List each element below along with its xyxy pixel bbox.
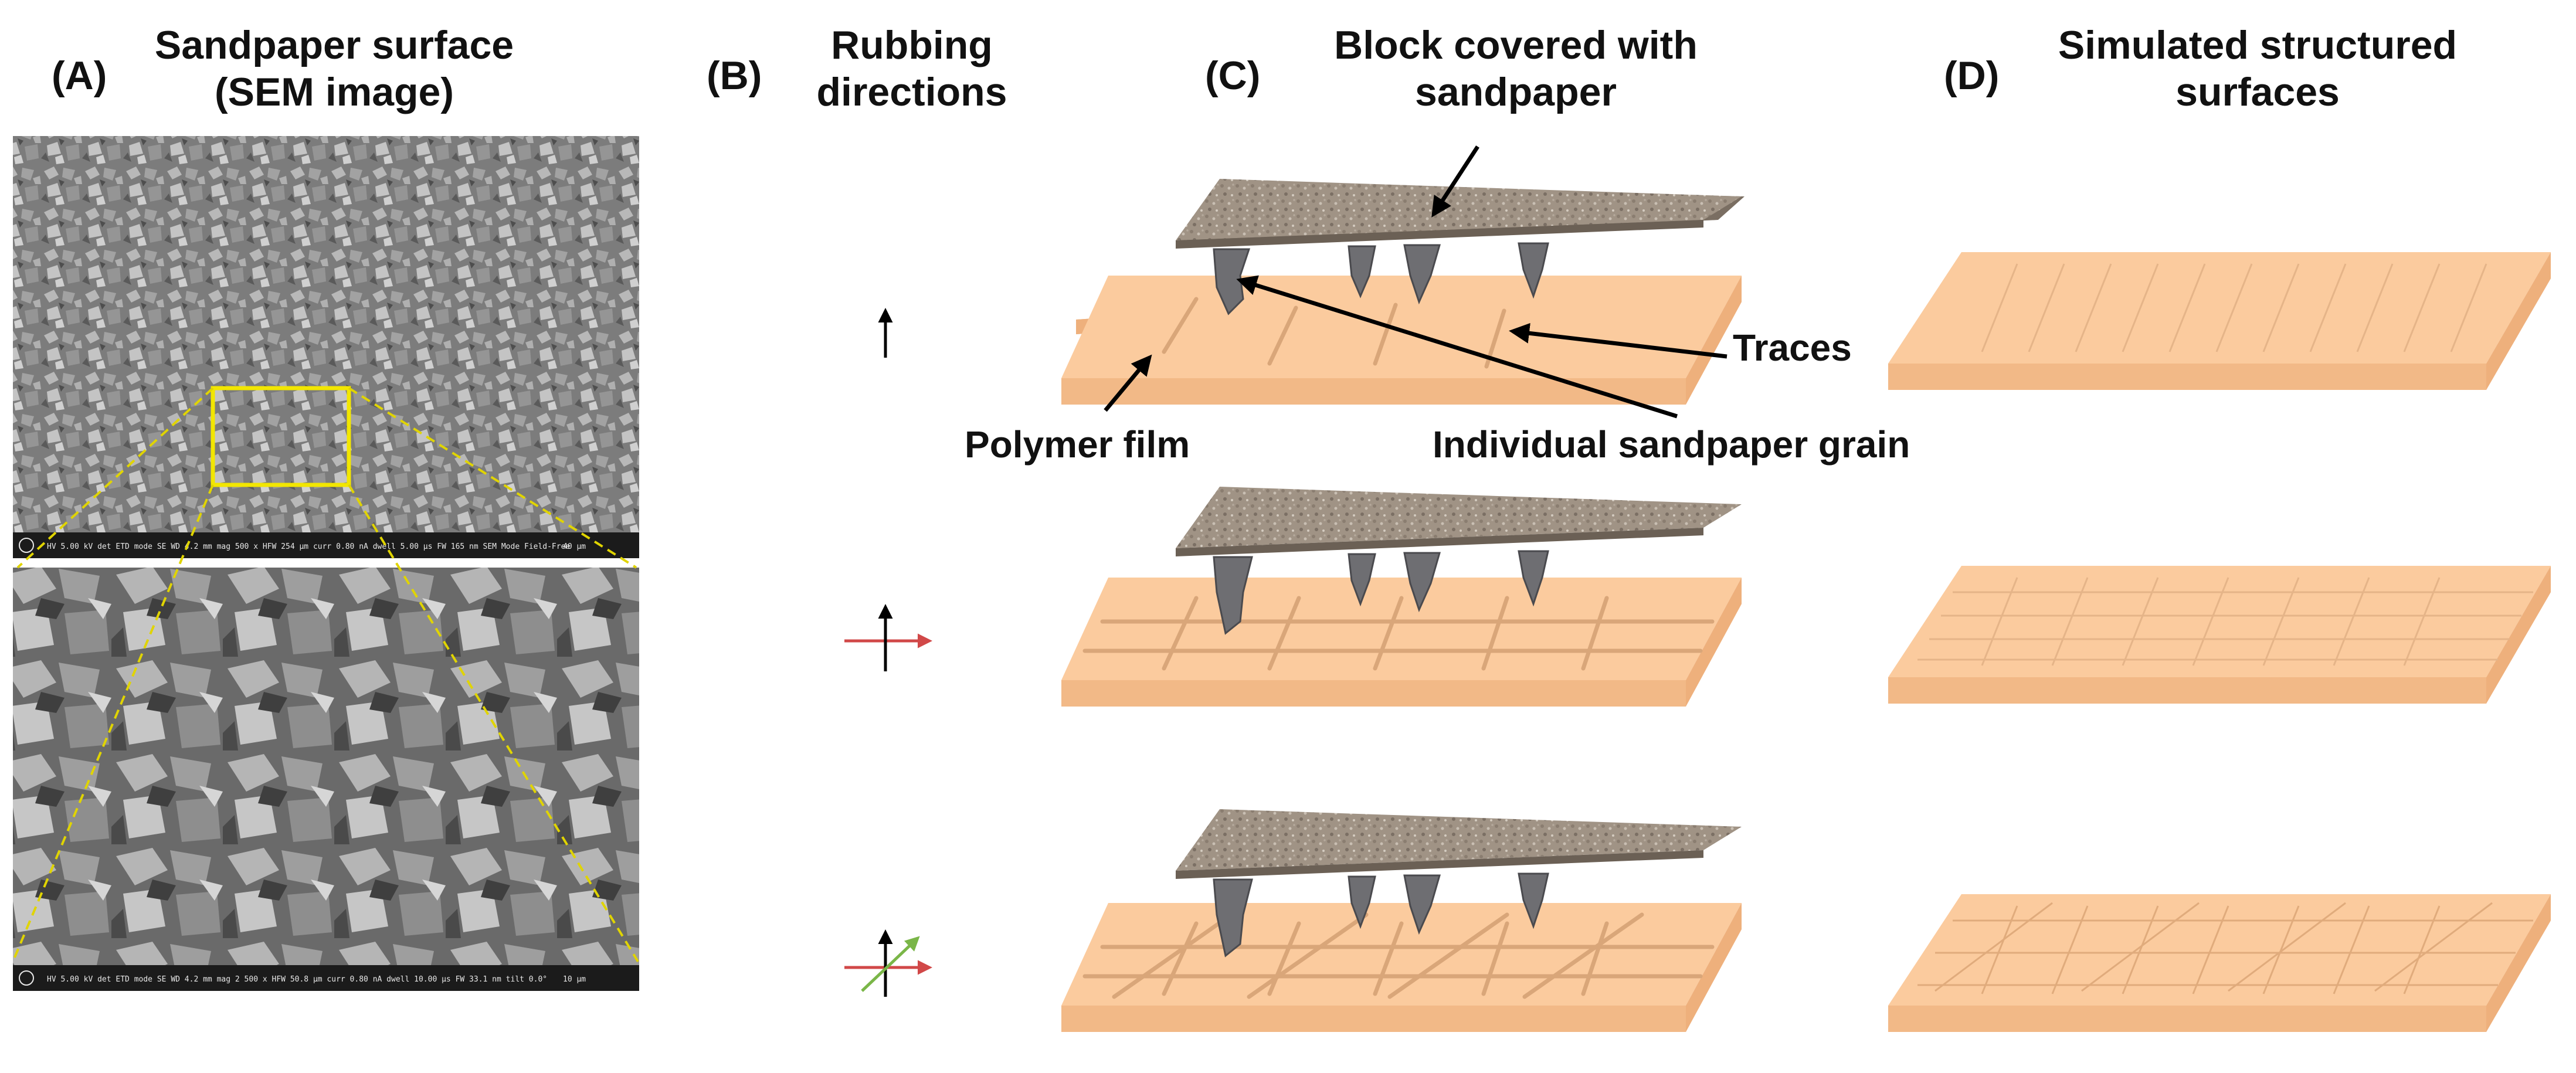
panel-b-header: (B) Rubbing directions — [707, 23, 1007, 114]
panel-c-title-line2: sandpaper — [1415, 70, 1617, 114]
callout-arrow — [1431, 145, 1479, 218]
sandpaper-grains — [1213, 242, 1549, 315]
sandpaper-block — [1176, 487, 1742, 556]
sem-info-bar-top — [13, 532, 639, 558]
panel-c-header: (C) Block covered with sandpaper — [1205, 23, 1698, 114]
panel-d-letter: (D) — [1944, 53, 1999, 98]
panel-c-title-line1: Block covered with — [1334, 23, 1698, 67]
sandpaper-grains — [1213, 550, 1549, 635]
polymer-film-label: Polymer film — [965, 423, 1190, 466]
rubbing-traces — [1082, 912, 1715, 999]
panel-d-header: (D) Simulated structured surfaces — [1944, 23, 2457, 114]
grain-icon — [1518, 550, 1549, 607]
sem-info-bottom: HV 5.00 kV det ETD mode SE WD 4.2 mm mag… — [47, 975, 547, 984]
grain-icon — [1213, 878, 1253, 957]
panel-c-row-2 — [1061, 487, 1742, 707]
sem-image-overview — [13, 136, 639, 558]
panel-c-letter: (C) — [1205, 53, 1260, 98]
callout-arrow — [1509, 322, 1727, 359]
surface-texture — [1917, 902, 2533, 994]
panel-b-title-line1: Rubbing — [831, 23, 993, 67]
panel-b-letter: (B) — [707, 53, 762, 98]
panel-b-title-line2: directions — [817, 70, 1007, 114]
surface-texture — [1917, 577, 2533, 666]
grain-icon — [1213, 248, 1251, 315]
zoom-highlight-box — [211, 386, 351, 487]
sem-info-bar-bottom — [13, 965, 639, 991]
callout-arrow — [1236, 275, 1678, 419]
surface-texture — [1981, 263, 2487, 352]
panel-b-arrows — [844, 308, 932, 997]
panel-a-header: (A) Sandpaper surface (SEM image) — [52, 23, 514, 114]
polymer-film — [1061, 276, 1742, 405]
traces-label: Traces — [1733, 327, 1852, 369]
panel-a-sem: HV 5.00 kV det ETD mode SE WD 4.2 mm mag… — [12, 136, 639, 991]
simulated-surface-3 — [1888, 894, 2551, 1032]
sem-scale-top: 40 µm — [563, 542, 586, 551]
grain-icon — [1518, 242, 1549, 299]
zoom-guide-line — [16, 387, 214, 569]
grain-icon — [1403, 244, 1441, 305]
panel-a-title-line2: (SEM image) — [215, 70, 454, 114]
sandpaper-grains — [1213, 872, 1549, 957]
polymer-film — [1061, 903, 1742, 1032]
grain-icon — [1213, 556, 1253, 635]
callout-arrow — [1104, 354, 1152, 412]
polymer-film — [1061, 578, 1742, 707]
sandpaper-block — [1176, 179, 1745, 249]
panel-c-row-3 — [1061, 809, 1742, 1032]
panel-d-title-line2: surfaces — [2175, 70, 2340, 114]
panel-d-title-line1: Simulated structured — [2058, 23, 2457, 67]
sem-scale-bottom: 10 µm — [563, 975, 586, 984]
panel-a-letter: (A) — [52, 53, 107, 98]
panel-c-row-1: Traces Polymer film Individual sandpaper… — [965, 145, 1910, 466]
zoom-guide-line — [348, 484, 639, 963]
zoom-guide-line — [348, 387, 637, 569]
grain-icon — [1403, 874, 1441, 935]
sandpaper-block — [1176, 809, 1742, 879]
simulated-surface-1 — [1888, 252, 2551, 390]
grain-icon — [1403, 552, 1441, 613]
direction-arrow-icon — [861, 936, 920, 992]
sem-logo-icon — [19, 538, 34, 553]
grain-icon — [1348, 245, 1376, 298]
sem-image-zoomed — [13, 568, 639, 991]
zoom-guide-line — [12, 484, 214, 962]
sem-info-top: HV 5.00 kV det ETD mode SE WD 4.2 mm mag… — [47, 542, 570, 551]
sem-logo-icon — [19, 970, 34, 986]
rubbing-traces — [1082, 596, 1715, 671]
grain-icon — [1348, 875, 1376, 929]
simulated-surface-2 — [1888, 566, 2551, 704]
grain-icon — [1348, 553, 1376, 607]
grain-icon — [1518, 872, 1549, 929]
panel-a-title-line1: Sandpaper surface — [155, 23, 514, 67]
grain-label: Individual sandpaper grain — [1433, 423, 1910, 466]
